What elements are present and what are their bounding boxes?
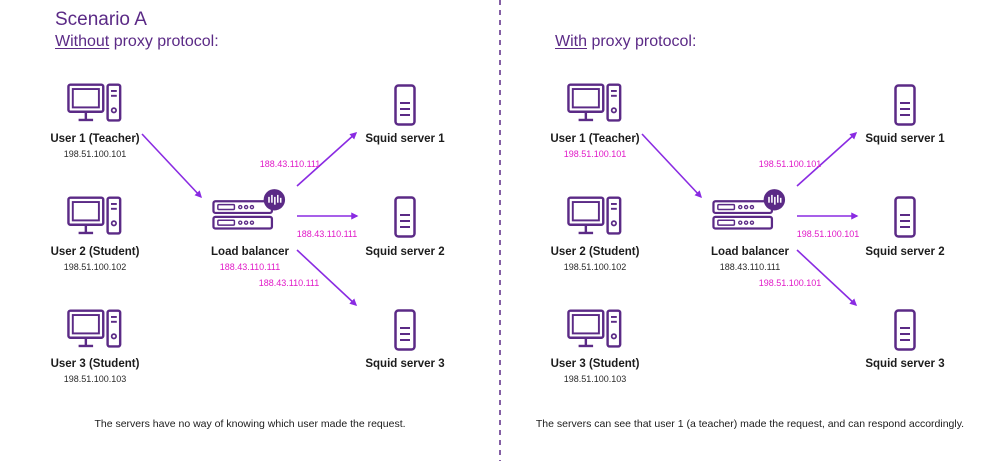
squid-server-3-icon bbox=[894, 309, 916, 351]
load-balancer-ip: 188.43.110.111 bbox=[219, 262, 281, 272]
user-1-computer-icon bbox=[567, 83, 622, 122]
right-caption: The servers can see that user 1 (a teach… bbox=[535, 418, 965, 430]
user-3-label: User 3 (Student) bbox=[50, 358, 140, 370]
squid-server-1-icon bbox=[394, 84, 416, 126]
user-2-ip: 198.51.100.102 bbox=[563, 262, 627, 272]
arrow-lb-to-server1 bbox=[796, 132, 858, 187]
squid-server-2-icon bbox=[394, 196, 416, 238]
left-subtitle-rest: proxy protocol: bbox=[109, 33, 219, 50]
load-balancer-label: Load balancer bbox=[711, 246, 789, 258]
user-2-computer-icon bbox=[67, 196, 122, 235]
arrow-lb-to-server1 bbox=[296, 132, 358, 187]
squid-server-1-label: Squid server 1 bbox=[365, 133, 445, 145]
load-balancer-ip: 188.43.110.111 bbox=[719, 262, 781, 272]
right-subtitle-rest: proxy protocol: bbox=[587, 33, 697, 50]
left-caption: The servers have no way of knowing which… bbox=[94, 418, 406, 430]
user-3-ip: 198.51.100.103 bbox=[563, 374, 627, 384]
arrow-ip-server3: 198.51.100.101 bbox=[758, 278, 822, 288]
user-3-label: User 3 (Student) bbox=[550, 358, 640, 370]
load-balancer-icon bbox=[712, 188, 787, 230]
arrow-ip-server1: 198.51.100.101 bbox=[758, 159, 822, 169]
arrow-user1-to-lb bbox=[641, 133, 702, 199]
squid-server-2-icon bbox=[894, 196, 916, 238]
user-1-ip: 198.51.100.101 bbox=[63, 149, 127, 159]
user-1-ip: 198.51.100.101 bbox=[563, 149, 627, 159]
squid-server-3-icon bbox=[394, 309, 416, 351]
arrow-lb-to-server3 bbox=[796, 249, 858, 306]
squid-server-2-label: Squid server 2 bbox=[365, 246, 445, 258]
squid-server-1-label: Squid server 1 bbox=[865, 133, 945, 145]
user-3-ip: 198.51.100.103 bbox=[63, 374, 127, 384]
user-2-label: User 2 (Student) bbox=[550, 246, 640, 258]
right-subtitle-emphasis: With bbox=[555, 33, 587, 50]
user-3-computer-icon bbox=[567, 309, 622, 348]
left-panel-subtitle: Without proxy protocol: bbox=[55, 33, 219, 51]
user-2-ip: 198.51.100.102 bbox=[63, 262, 127, 272]
user-1-computer-icon bbox=[67, 83, 122, 122]
arrow-ip-server2: 188.43.110.111 bbox=[296, 229, 358, 239]
load-balancer-icon bbox=[212, 188, 287, 230]
user-1-label: User 1 (Teacher) bbox=[50, 133, 140, 145]
arrow-ip-server1: 188.43.110.111 bbox=[259, 159, 321, 169]
user-1-label: User 1 (Teacher) bbox=[550, 133, 640, 145]
load-balancer-label: Load balancer bbox=[211, 246, 289, 258]
squid-server-3-label: Squid server 3 bbox=[865, 358, 945, 370]
squid-server-1-icon bbox=[894, 84, 916, 126]
user-2-label: User 2 (Student) bbox=[50, 246, 140, 258]
user-3-computer-icon bbox=[67, 309, 122, 348]
scenario-title: Scenario A bbox=[55, 9, 147, 30]
squid-server-2-label: Squid server 2 bbox=[865, 246, 945, 258]
right-panel-subtitle: With proxy protocol: bbox=[555, 33, 696, 51]
arrow-user1-to-lb bbox=[141, 133, 202, 199]
arrow-ip-server3: 188.43.110.111 bbox=[258, 278, 320, 288]
squid-server-3-label: Squid server 3 bbox=[365, 358, 445, 370]
arrow-lb-to-server3 bbox=[296, 249, 358, 306]
user-2-computer-icon bbox=[567, 196, 622, 235]
left-subtitle-emphasis: Without bbox=[55, 33, 110, 50]
arrow-ip-server2: 198.51.100.101 bbox=[796, 229, 860, 239]
